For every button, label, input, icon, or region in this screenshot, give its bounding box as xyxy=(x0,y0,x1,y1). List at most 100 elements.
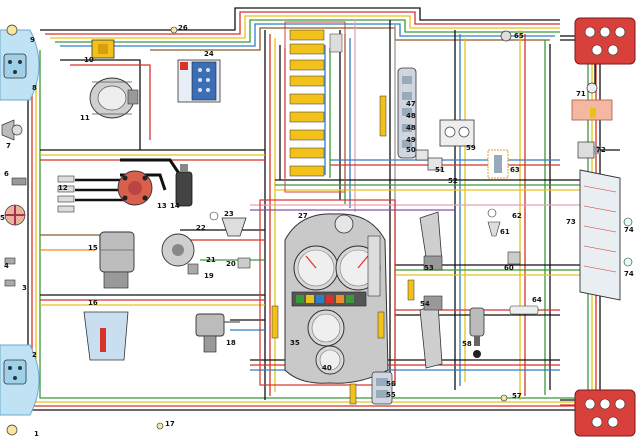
label-51: 51 xyxy=(435,166,445,174)
label-21: 21 xyxy=(206,256,216,264)
label-2: 2 xyxy=(32,351,37,359)
sensor-3-left xyxy=(4,257,16,287)
label-6: 6 xyxy=(4,170,9,178)
spark-plugs-12 xyxy=(57,175,75,213)
label-73: 73 xyxy=(566,218,576,226)
relay-10 xyxy=(91,39,115,59)
relay-52 xyxy=(427,157,443,171)
label-18: 18 xyxy=(226,339,236,347)
flasher-65 xyxy=(500,30,512,42)
label-65: 65 xyxy=(514,32,524,40)
ignition-coil-14 xyxy=(175,164,193,207)
sensor-6 xyxy=(11,177,27,186)
label-64: 64 xyxy=(532,296,542,304)
wire-top-green xyxy=(55,19,560,43)
column-switch-53 xyxy=(419,211,443,271)
front-headlight-bottom xyxy=(0,344,40,436)
switch-block-55-56 xyxy=(371,371,393,405)
relay-63 xyxy=(487,149,509,179)
fuel-pump-72 xyxy=(577,141,600,159)
label-22: 22 xyxy=(196,224,206,232)
wire-top-black xyxy=(40,7,560,31)
sensor-61 xyxy=(487,221,501,237)
label-48b: 48 xyxy=(406,124,416,132)
label-4: 4 xyxy=(4,262,9,270)
label-27: 27 xyxy=(298,212,308,220)
wire-engine-7 xyxy=(120,158,182,176)
label-26: 26 xyxy=(178,24,188,32)
label-20: 20 xyxy=(226,260,236,268)
generator-11 xyxy=(89,77,139,119)
distributor-13 xyxy=(117,170,153,206)
label-19: 19 xyxy=(204,272,214,280)
label-11: 11 xyxy=(80,114,90,122)
label-48a: 48 xyxy=(406,112,416,120)
light-switch-column xyxy=(397,67,417,159)
label-40: 40 xyxy=(322,364,332,372)
wire-top-yellow xyxy=(50,15,560,39)
relay-51 xyxy=(415,149,429,161)
label-5: 5 xyxy=(0,214,5,222)
label-74b: 74 xyxy=(624,270,634,278)
label-23: 23 xyxy=(224,210,234,218)
label-58: 58 xyxy=(462,340,472,348)
relay-64 xyxy=(509,305,539,315)
label-16: 16 xyxy=(88,299,98,307)
bulb-17 xyxy=(156,422,164,430)
label-59: 59 xyxy=(466,144,476,152)
wiper-motor-18 xyxy=(195,313,240,353)
ignition-switch-58 xyxy=(469,307,485,358)
rear-tail-lamp-top xyxy=(574,17,636,65)
label-14: 14 xyxy=(170,202,180,210)
label-49: 49 xyxy=(406,136,416,144)
side-repeaters-74 xyxy=(623,217,633,267)
rear-window-heater-73 xyxy=(579,169,621,301)
starter-15 xyxy=(99,231,135,289)
rear-tail-lamp-bottom xyxy=(574,389,636,437)
label-54: 54 xyxy=(420,300,430,308)
fuse-block xyxy=(284,21,346,193)
wire-harness xyxy=(27,7,620,411)
label-63: 63 xyxy=(510,166,520,174)
label-3: 3 xyxy=(22,284,27,292)
label-56: 56 xyxy=(386,380,396,388)
label-10: 10 xyxy=(84,56,94,64)
label-8: 8 xyxy=(32,84,37,92)
label-62: 62 xyxy=(512,212,522,220)
label-60: 60 xyxy=(504,264,514,272)
instrument-cluster-27 xyxy=(259,199,396,386)
sensor-62 xyxy=(487,208,497,218)
label-52: 52 xyxy=(448,177,458,185)
bulb-57 xyxy=(500,394,508,402)
label-12: 12 xyxy=(58,184,68,192)
switch-20 xyxy=(237,257,251,269)
label-24: 24 xyxy=(204,50,214,58)
label-47: 47 xyxy=(406,100,416,108)
label-9: 9 xyxy=(30,36,35,44)
wire-engine-1 xyxy=(60,59,141,150)
fan-motor-5 xyxy=(4,204,26,226)
fuel-gauge-sender-71 xyxy=(571,82,613,121)
wire-top-red xyxy=(45,11,560,35)
label-35: 35 xyxy=(290,339,300,347)
column-switch-54 xyxy=(419,295,443,369)
wire-engine-2 xyxy=(70,64,151,140)
battery-24 xyxy=(177,59,221,103)
label-61: 61 xyxy=(500,228,510,236)
ignition-module-22 xyxy=(161,233,199,275)
horn-7 xyxy=(1,119,23,141)
label-74a: 74 xyxy=(624,226,634,234)
component-labels: 1 2 3 4 5 6 7 8 9 10 11 12 13 14 15 16 1… xyxy=(0,24,634,438)
label-15: 15 xyxy=(88,244,98,252)
washer-reservoir-16 xyxy=(83,311,129,361)
label-17: 17 xyxy=(165,420,175,428)
label-50: 50 xyxy=(406,146,416,154)
label-53: 53 xyxy=(424,264,434,272)
label-1: 1 xyxy=(34,430,39,438)
wire-top-brown xyxy=(150,27,550,51)
heater-control-59 xyxy=(439,119,475,147)
label-71: 71 xyxy=(576,90,586,98)
label-7: 7 xyxy=(6,142,11,150)
wire-top-blue xyxy=(60,23,555,47)
